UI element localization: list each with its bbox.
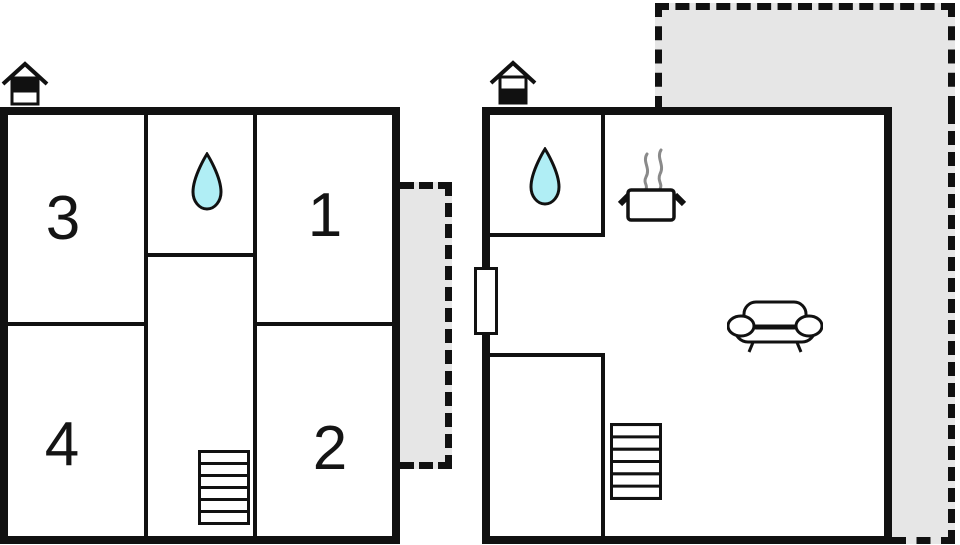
stairs-icon [198, 450, 250, 525]
fireplace-icon [1, 61, 49, 106]
wall-room3-room4-divider [8, 322, 148, 326]
hotplate-icon [617, 148, 687, 222]
room-1-label: 1 [307, 181, 343, 250]
room-3-label: 3 [45, 184, 81, 253]
fireplace-icon [489, 60, 537, 105]
wall-room1-room2-divider [253, 322, 392, 326]
wall-left-bathroom-south [144, 253, 257, 257]
stairs-icon [610, 423, 662, 500]
wall-right-room-north [490, 353, 605, 357]
wall-right-bathroom-south [490, 233, 605, 237]
window-icon [474, 267, 498, 335]
sofa-icon [727, 300, 823, 353]
water-drop-icon [529, 147, 561, 206]
room-2-label: 2 [312, 414, 348, 483]
terrace-area-right-side [892, 110, 955, 544]
terrace-area-left [400, 182, 452, 469]
wall-right-bathroom-east [601, 115, 605, 237]
room-4-label: 4 [44, 410, 80, 479]
wall-right-room-east [601, 353, 605, 536]
water-drop-icon [191, 152, 223, 211]
terrace-area-right-top [655, 3, 955, 110]
